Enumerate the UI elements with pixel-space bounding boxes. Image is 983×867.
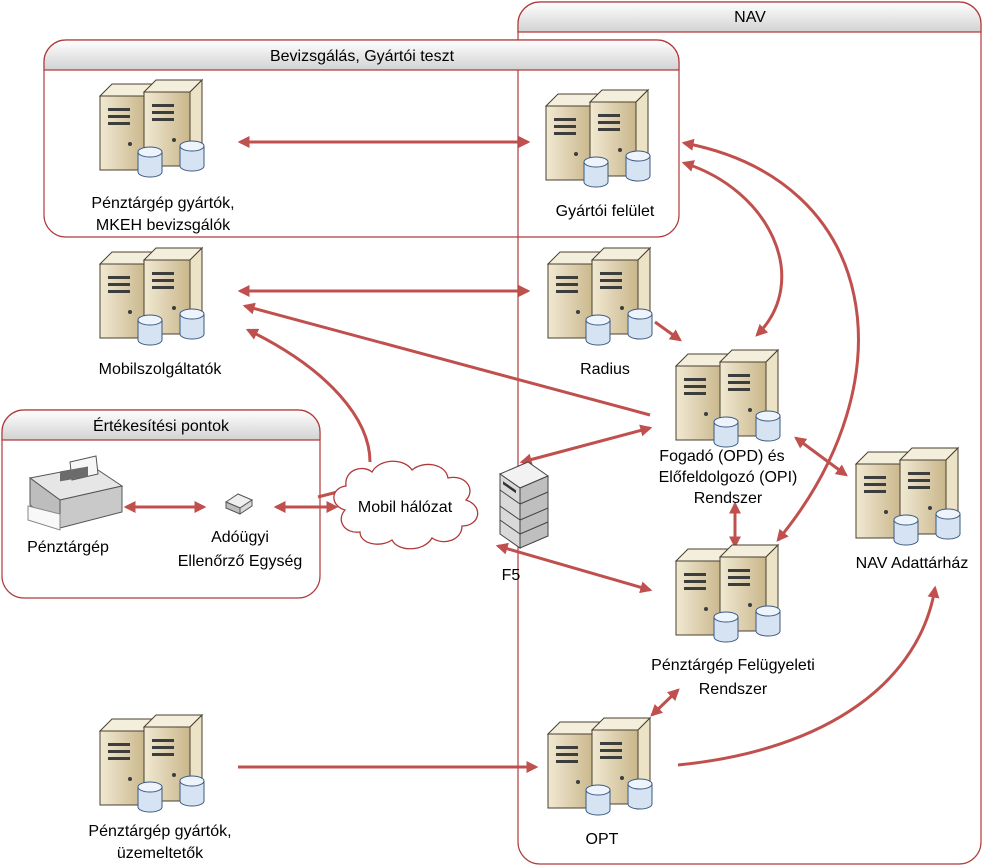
server-icon <box>100 80 204 177</box>
node-supervision-system: Pénztárgép Felügyeleti Rendszer <box>651 545 815 698</box>
node-label-line: Pénztárgép Felügyeleti <box>651 657 815 674</box>
node-label-line: MKEH bevizsgálók <box>96 217 231 234</box>
server-icon <box>676 350 780 447</box>
group-title-nav: NAV <box>734 9 766 26</box>
node-cash-register: Pénztárgép <box>27 455 124 556</box>
server-icon <box>856 448 960 545</box>
link-receiver-mobileprov <box>242 302 651 417</box>
link-radius-receiver <box>654 320 682 342</box>
node-receiver-system: Fogadó (OPD) és Előfeldolgozó (OPI) Rend… <box>659 350 798 507</box>
node-label-line: F5 <box>502 567 521 584</box>
node-vendor-interface: Gyártói felület <box>546 90 655 220</box>
group-test: Bevizsgálás, Gyártói teszt <box>43 39 680 238</box>
fax-printer-icon <box>27 455 124 531</box>
server-icon <box>100 248 204 345</box>
link-cloud-mobileprov <box>245 328 372 463</box>
node-label-line: üzemeltetők <box>117 845 204 862</box>
node-label-line: Gyártói felület <box>556 203 655 220</box>
node-mobile-providers: Mobilszolgáltatók <box>99 248 223 378</box>
node-label-line: Pénztárgép gyártók, <box>91 195 234 212</box>
link-f5-supervision <box>495 542 653 594</box>
node-label-line: OPT <box>586 831 619 848</box>
node-f5: F5 <box>498 461 550 584</box>
node-label-line: Pénztárgép <box>27 539 109 556</box>
node-radius: Radius <box>548 248 652 378</box>
server-icon <box>546 90 650 187</box>
connectors <box>123 136 940 773</box>
link-opt-warehouse <box>677 585 940 767</box>
node-manufacturers-test: Pénztárgép gyártók, MKEH bevizsgálók <box>91 80 235 234</box>
group-title-test: Bevizsgálás, Gyártói teszt <box>270 48 455 65</box>
node-nav-warehouse: NAV Adattárház <box>856 448 969 572</box>
cloud-icon <box>333 460 479 550</box>
node-label-line: Fogadó (OPD) és <box>659 448 784 465</box>
link-receiver-warehouse <box>794 436 848 477</box>
node-label-line: Mobil hálózat <box>358 499 453 516</box>
node-label-line: Radius <box>580 361 630 378</box>
group-title-sales: Értékesítési pontok <box>93 416 230 435</box>
node-label-line: Adóügyi <box>211 529 269 546</box>
node-tax-control-unit: Adóügyi Ellenőrző Egység <box>178 493 303 570</box>
link-supervision-opt <box>650 688 680 717</box>
switch-stack-icon <box>498 461 550 549</box>
server-icon <box>676 545 780 642</box>
node-manufacturers-ops: Pénztárgép gyártók, üzemeltetők <box>88 715 232 862</box>
node-label-line: Rendszer <box>699 681 768 698</box>
server-icon <box>548 718 652 815</box>
node-label-line: Rendszer <box>694 490 763 507</box>
node-label-line: Előfeldolgozó (OPI) <box>659 469 798 486</box>
node-opt: OPT <box>548 718 652 848</box>
link-f5-receiver <box>519 424 653 466</box>
node-label-line: NAV Adattárház <box>856 555 969 572</box>
node-mobile-network: Mobil hálózat <box>333 460 479 550</box>
device-icon <box>224 493 254 515</box>
server-icon <box>100 715 204 812</box>
server-icon <box>548 248 652 345</box>
node-label-line: Mobilszolgáltatók <box>99 361 223 378</box>
node-label-line: Pénztárgép gyártók, <box>88 823 231 840</box>
node-label-line: Ellenőrző Egység <box>178 553 303 570</box>
